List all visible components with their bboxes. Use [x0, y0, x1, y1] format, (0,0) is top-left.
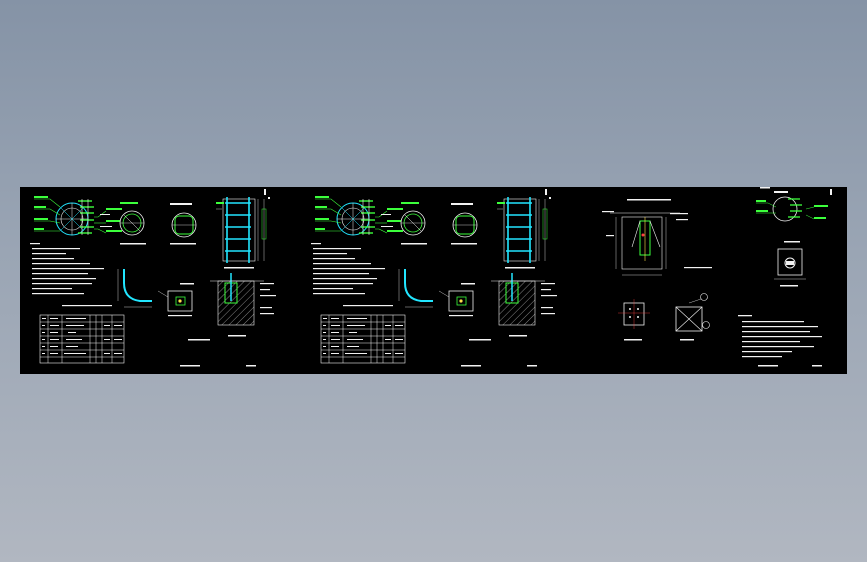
cross-braced-plate [675, 293, 710, 341]
wall-section-detail [602, 199, 712, 276]
base-plate-detail [774, 241, 806, 287]
drawing-canvas[interactable] [20, 187, 847, 374]
anchor-plate-plan [618, 299, 650, 341]
drawing-panel-1[interactable] [29, 188, 277, 368]
drawing-panel-2[interactable] [310, 188, 558, 368]
design-notes [738, 315, 822, 358]
column-top-detail [756, 187, 828, 222]
drawing-sheet[interactable] [20, 187, 847, 374]
drawing-panel-3[interactable] [602, 187, 832, 367]
title-block-3 [758, 189, 832, 367]
